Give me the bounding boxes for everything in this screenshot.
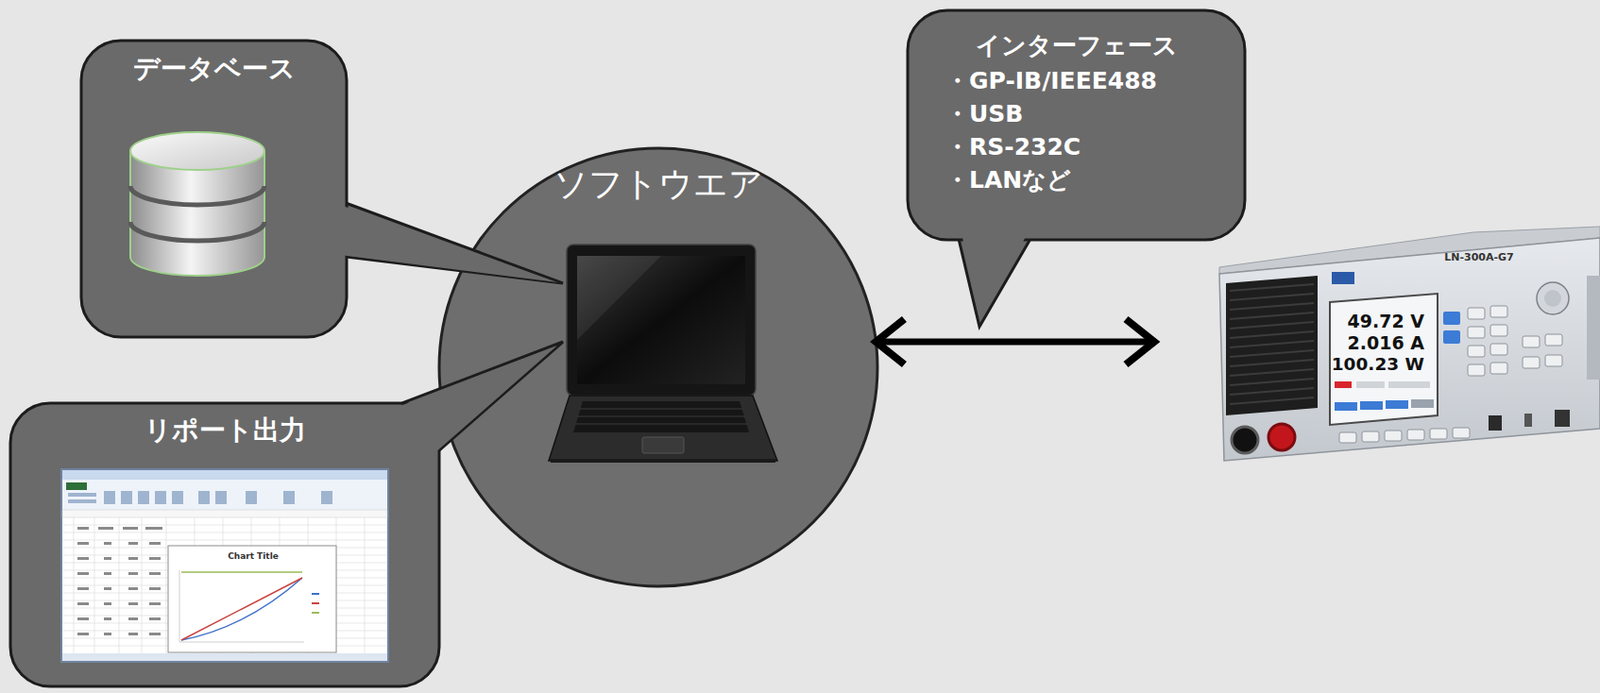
chart-title: Chart Title [209, 551, 297, 562]
node-title: LN-300A-G7 [1433, 251, 1525, 264]
callout-bubble [907, 10, 1245, 327]
node-text: 100.23 W [1329, 354, 1425, 375]
electronic-load-illustration [1219, 226, 1600, 461]
node-text: ・LANなど [945, 166, 1229, 195]
bidirectional-arrow [875, 319, 1155, 365]
spreadsheet-screenshot [61, 469, 389, 663]
electronic-load: LN-300A-G7 49.72 V2.016 A100.23 W [1154, 222, 1600, 469]
database-icon [130, 132, 265, 276]
callout-bubble [10, 341, 563, 687]
arrow-head [875, 319, 904, 365]
node-title: ソフトウエア [516, 163, 800, 205]
node-text: 2.016 A [1329, 332, 1425, 355]
arrow-shaft [875, 339, 1155, 346]
report-callout: リポート出力 [10, 403, 440, 687]
node-text: ・USB [945, 100, 1229, 129]
laptop-illustration [548, 244, 778, 463]
interface-callout: インターフェース・GP-IB/IEEE488 ・USB ・RS-232C ・LANなど [907, 10, 1245, 240]
arrow-head [1125, 319, 1155, 365]
node-text: ・RS-232C [945, 133, 1229, 162]
node-text: ・GP-IB/IEEE488 [945, 67, 1229, 96]
software-node: ソフトウエア [439, 148, 878, 587]
node-title: インターフェース [907, 31, 1245, 61]
node-text: 49.72 V [1329, 310, 1425, 333]
node-title: リポート出力 [10, 414, 440, 447]
node-title: データベース [81, 52, 347, 86]
database-callout: データベース [81, 40, 347, 338]
callout-bubble [81, 40, 563, 338]
